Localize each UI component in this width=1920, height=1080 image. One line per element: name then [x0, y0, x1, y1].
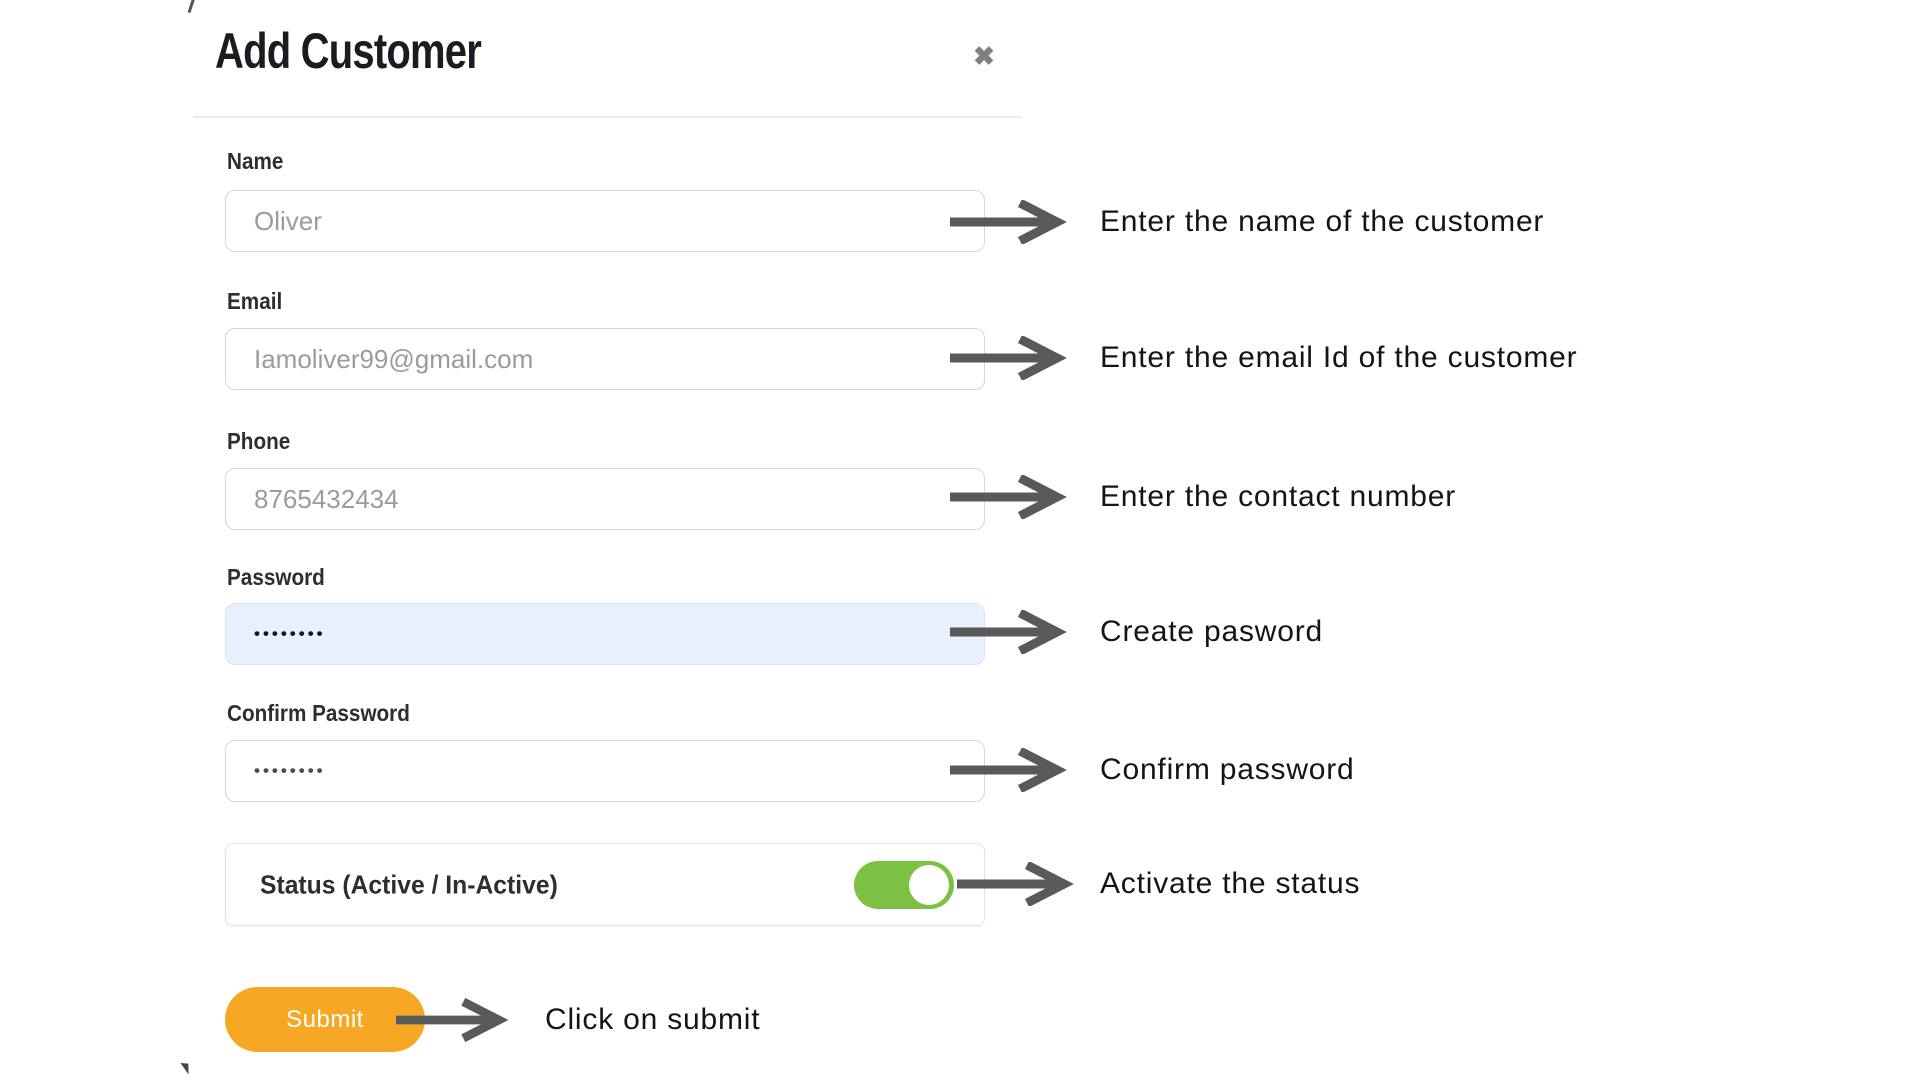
email-label: Email — [227, 288, 283, 314]
modal-title: Add Customer — [215, 23, 482, 79]
toggle-knob — [909, 864, 949, 905]
close-icon[interactable]: ✖ — [962, 36, 1006, 76]
status-label: Status (Active / In-Active) — [260, 869, 558, 899]
password-input[interactable] — [225, 603, 985, 665]
confirm-password-input[interactable] — [225, 740, 985, 802]
submit-button[interactable]: Submit — [225, 987, 425, 1052]
arrow-phone-icon — [950, 475, 1067, 519]
annotation-password: Create pasword — [1100, 615, 1323, 648]
arrow-confirm-password-icon — [950, 748, 1067, 792]
phone-input[interactable] — [225, 468, 985, 530]
annotation-status: Activate the status — [1100, 867, 1361, 900]
email-input[interactable] — [225, 328, 985, 390]
password-label: Password — [227, 564, 325, 590]
status-row: Status (Active / In-Active) — [225, 843, 985, 926]
name-input[interactable] — [225, 190, 985, 252]
annotation-confirm-password: Confirm password — [1100, 753, 1355, 786]
arrow-name-icon — [950, 200, 1067, 244]
arrow-password-icon — [950, 610, 1067, 654]
annotation-name: Enter the name of the customer — [1100, 205, 1545, 238]
phone-label: Phone — [227, 428, 291, 454]
arrow-submit-icon — [396, 998, 509, 1042]
status-toggle[interactable] — [854, 860, 954, 909]
confirm-password-label: Confirm Password — [227, 700, 410, 726]
cursor-artifact-bottom — [180, 1059, 194, 1075]
annotation-email: Enter the email Id of the customer — [1100, 341, 1578, 374]
annotation-phone: Enter the contact number — [1100, 480, 1457, 513]
arrow-status-icon — [957, 862, 1074, 906]
header-divider — [193, 116, 1022, 118]
annotation-submit: Click on submit — [545, 1003, 761, 1036]
arrow-email-icon — [950, 336, 1067, 380]
name-label: Name — [227, 148, 284, 174]
cursor-artifact-top — [187, 0, 196, 14]
